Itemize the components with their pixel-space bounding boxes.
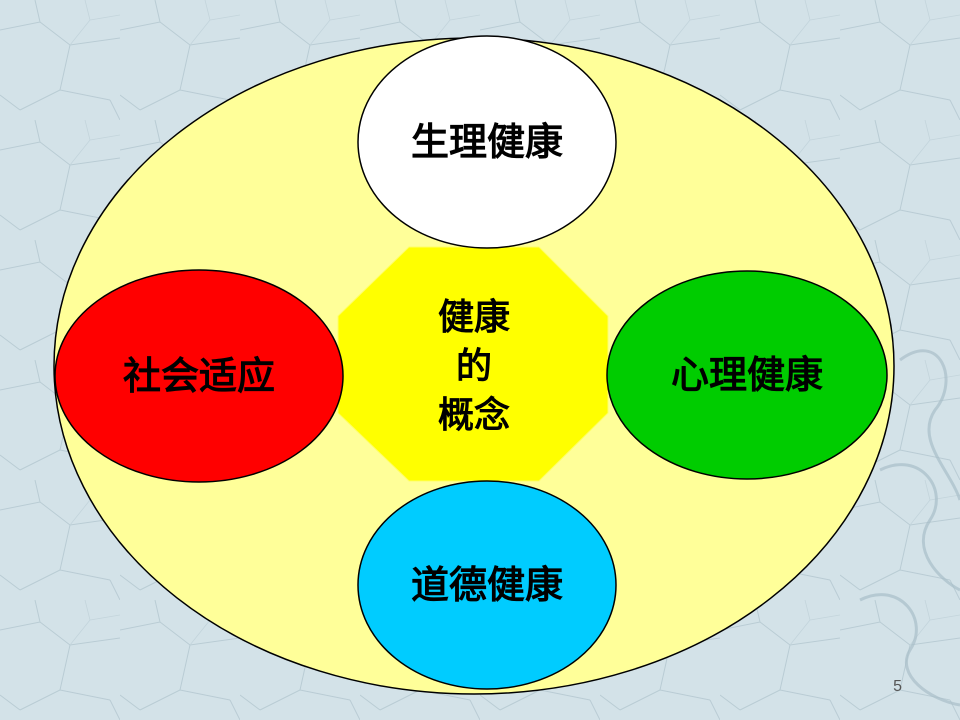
dragon-decoration-icon [859, 349, 960, 707]
page-number: 5 [893, 678, 902, 695]
node-moral-health [357, 480, 617, 690]
center-label-line-3: 概念 [438, 394, 510, 436]
center-label-line-2: 的 [456, 346, 492, 387]
node-moral-health-label: 道德健康 [411, 563, 563, 607]
node-social-adaptation-label: 社会适应 [123, 354, 275, 398]
center-label-line-1: 健康 [438, 296, 510, 338]
node-physical-health [357, 35, 617, 249]
node-social-adaptation [54, 269, 344, 483]
node-psychological-health-label: 心理健康 [671, 353, 823, 397]
node-physical-health-label: 生理健康 [411, 120, 563, 164]
node-psychological-health [606, 270, 888, 480]
